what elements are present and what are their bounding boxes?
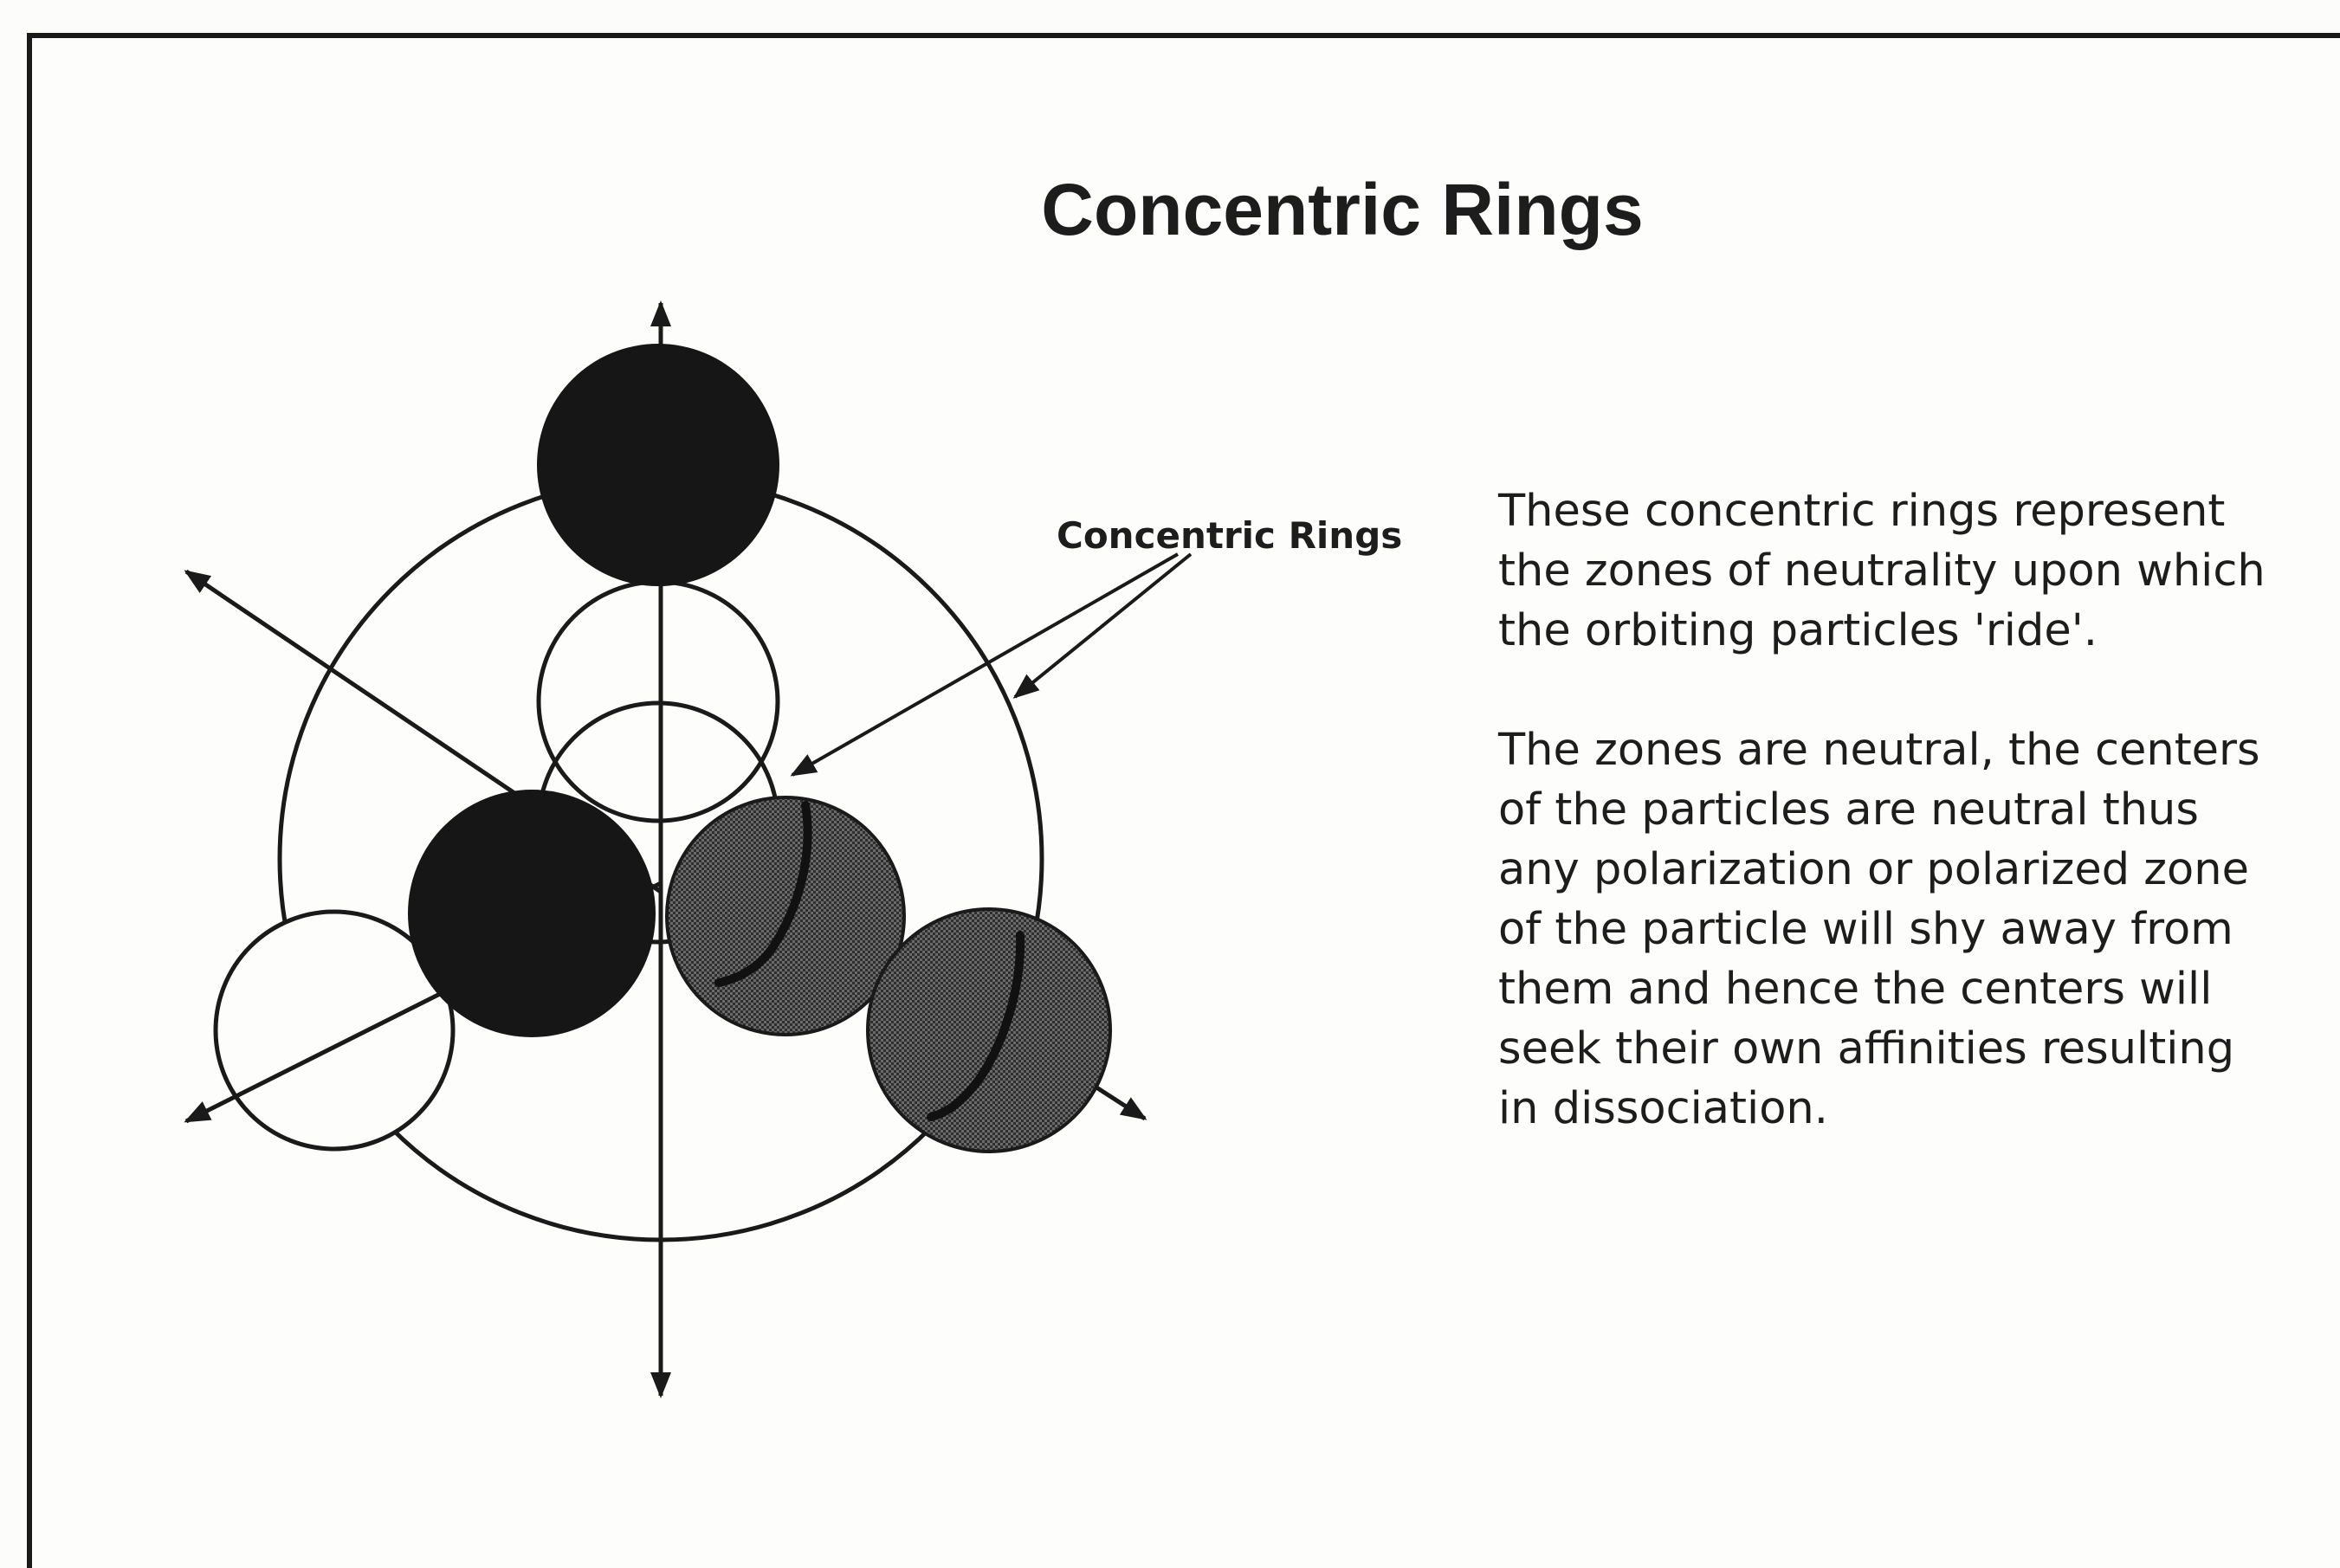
concentric-rings-callout-label: Concentric Rings <box>1057 514 1402 557</box>
callout-arrow-to-outer-ring <box>1015 554 1191 697</box>
black-particle-left <box>408 790 656 1037</box>
callout-arrow-to-inner-ring <box>792 554 1178 775</box>
slide-title: Concentric Rings <box>866 173 1819 246</box>
shaded-particle-right <box>868 909 1110 1152</box>
description-paragraph-1: These concentric rings represent the zon… <box>1498 481 2330 661</box>
description-paragraph-2: The zones are neutral, the centers of th… <box>1498 720 2330 1139</box>
black-particle-top <box>537 344 779 586</box>
